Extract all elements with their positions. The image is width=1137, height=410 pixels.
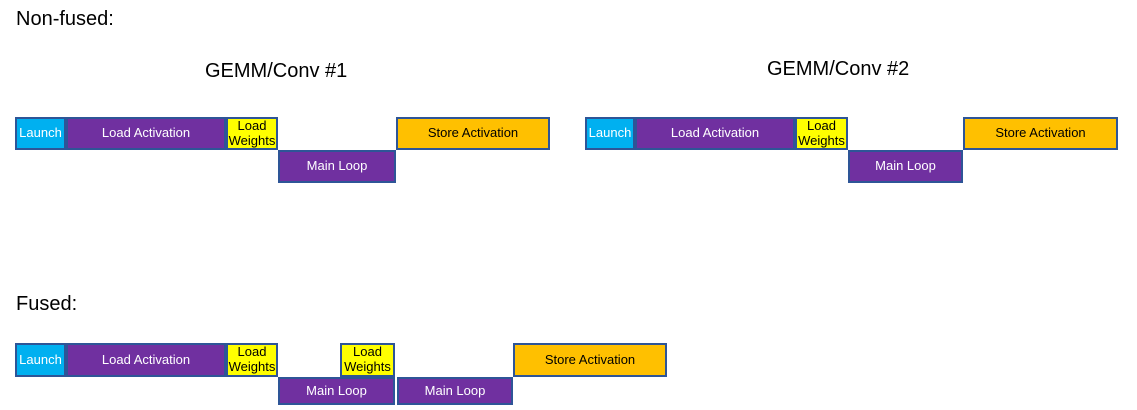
fused-load-weights-2-block: Load Weights <box>340 343 395 377</box>
g2-load-activation-block: Load Activation <box>635 117 795 150</box>
g2-main-loop-block: Main Loop <box>848 150 963 183</box>
g1-load-activation-block: Load Activation <box>66 117 226 150</box>
fused-load-weights-1-block: Load Weights <box>226 343 278 377</box>
gemm-conv-1-title: GEMM/Conv #1 <box>205 60 348 82</box>
fused-main-loop-1-block: Main Loop <box>278 377 395 405</box>
g1-load-weights-block: Load Weights <box>226 117 278 150</box>
fused-store-activation-block: Store Activation <box>513 343 667 377</box>
fused-load-activation-block: Load Activation <box>66 343 226 377</box>
g1-launch-block: Launch <box>15 117 66 150</box>
g2-store-activation-block: Store Activation <box>963 117 1118 150</box>
gemm-conv-2-title: GEMM/Conv #2 <box>767 58 910 80</box>
g1-store-activation-block: Store Activation <box>396 117 550 150</box>
g1-main-loop-block: Main Loop <box>278 150 396 183</box>
non-fused-section-label: Non-fused: <box>16 8 114 30</box>
g2-launch-block: Launch <box>585 117 635 150</box>
g2-load-weights-block: Load Weights <box>795 117 848 150</box>
fused-section-label: Fused: <box>16 293 78 315</box>
fused-launch-block: Launch <box>15 343 66 377</box>
fused-main-loop-2-block: Main Loop <box>397 377 513 405</box>
